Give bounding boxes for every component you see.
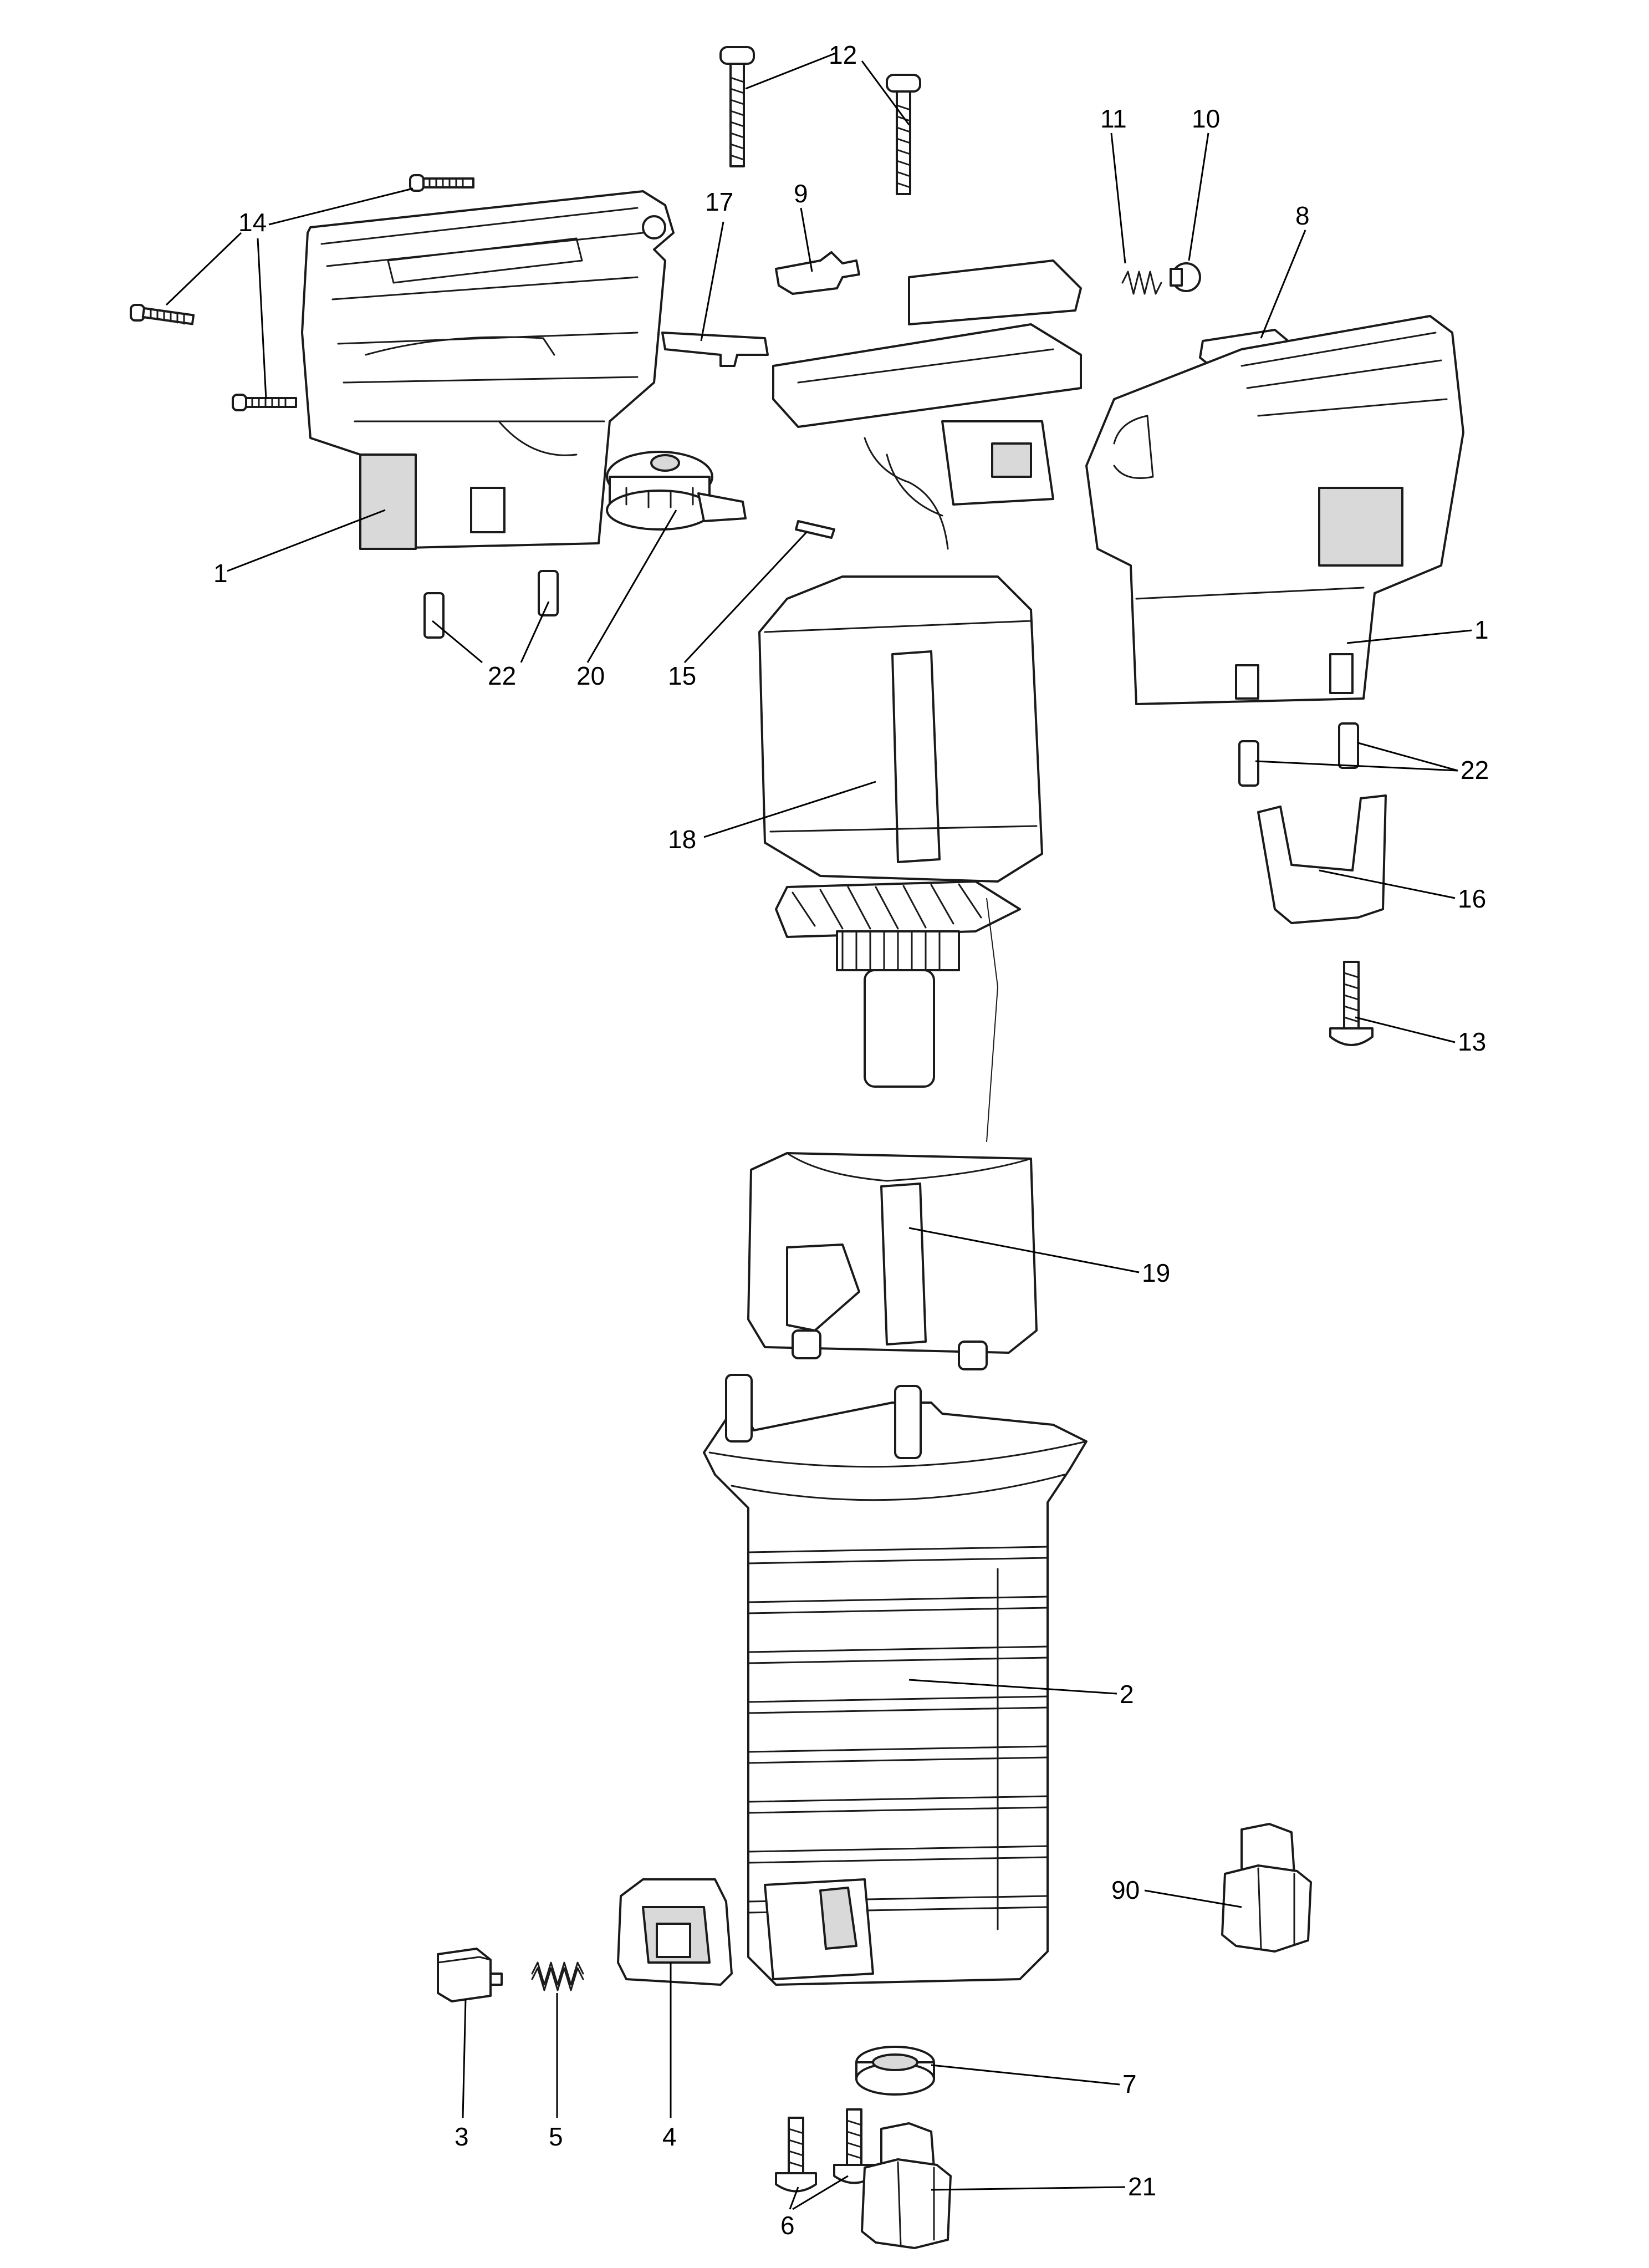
callout-18: 18 (668, 825, 696, 854)
callout-20: 20 (576, 661, 605, 690)
callout-5: 5 (549, 2122, 563, 2151)
callout-7: 7 (1122, 2070, 1137, 2098)
callout-10: 10 (1192, 104, 1220, 133)
callout-3: 3 (455, 2122, 469, 2151)
callout-16: 16 (1458, 884, 1486, 913)
callout-90: 90 (1111, 1875, 1140, 1904)
part-10-button (1170, 262, 1201, 292)
part-3-button (437, 1948, 503, 2002)
callout-11: 11 (1100, 104, 1127, 133)
part-21-collet (861, 2122, 952, 2249)
callout-14: 14 (238, 208, 267, 237)
part-1-housing-left (301, 190, 675, 550)
part-4-cover (617, 1878, 733, 1986)
part-17-latch (661, 332, 769, 367)
callout-9: 9 (794, 179, 808, 208)
callout-19: 19 (1142, 1258, 1170, 1287)
callout-labels: 12 11 10 14 17 9 8 1 1 22 20 15 22 18 16… (213, 40, 1489, 2240)
part-5-spring (531, 1961, 584, 1991)
part-22-pins (423, 570, 1359, 787)
callout-15: 15 (668, 661, 696, 690)
callout-2: 2 (1120, 1680, 1134, 1709)
part-19-sleeve (747, 1152, 1038, 1370)
part-12-screws (719, 46, 921, 195)
part-1-housing-right (1085, 315, 1464, 705)
leader-lines (165, 52, 1472, 2210)
switch-module (772, 259, 1082, 550)
part-18-motor (758, 575, 1043, 1143)
part-13-bolt (1329, 961, 1374, 1046)
part-2-housing (703, 1374, 1088, 1986)
callout-1-right: 1 (1474, 615, 1489, 644)
callout-22-right: 22 (1461, 756, 1489, 784)
callout-13: 13 (1458, 1027, 1486, 1056)
part-6-screws (775, 2108, 875, 2193)
callout-6: 6 (780, 2211, 795, 2240)
part-7-nut (855, 2046, 935, 2096)
part-90-collet (1221, 1823, 1312, 1953)
part-11-spring (1121, 271, 1162, 295)
callout-17: 17 (705, 187, 733, 216)
callout-21: 21 (1128, 2172, 1156, 2201)
callout-1-left: 1 (213, 559, 228, 588)
part-20-dial (606, 451, 747, 531)
part-14-screws (130, 174, 474, 411)
callout-22-left: 22 (488, 661, 516, 690)
part-15-pin (795, 520, 835, 539)
part-9-clip (775, 251, 860, 295)
part-16-bracket (1257, 794, 1387, 924)
callout-8: 8 (1295, 201, 1310, 230)
callout-4: 4 (662, 2122, 677, 2151)
callout-12: 12 (829, 40, 857, 69)
